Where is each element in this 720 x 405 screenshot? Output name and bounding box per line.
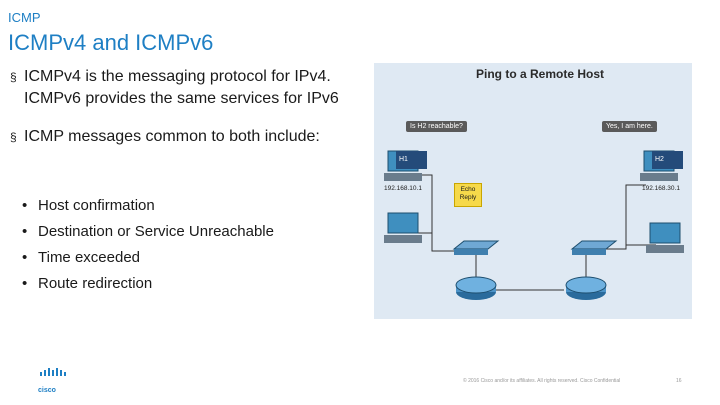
sub-bullet-marker: •	[22, 249, 28, 266]
bullet-item: § ICMP messages common to both include:	[10, 126, 350, 148]
sub-bullet-marker: •	[22, 275, 28, 292]
echo-reply-packet: Echo Reply	[454, 183, 482, 207]
sub-bullet-item: • Host confirmation	[22, 196, 274, 222]
ip-h2: 192.168.30.1	[642, 185, 680, 192]
section-label: ICMP	[8, 10, 41, 25]
slide-footer: © 2016 Cisco and/or its affiliates. All …	[0, 374, 720, 388]
question-bubble: Is H2 reachable?	[406, 121, 467, 132]
sub-bullet-text: Host confirmation	[38, 197, 155, 214]
sub-bullet-list: • Host confirmation • Destination or Ser…	[22, 196, 274, 300]
cisco-logo: cisco	[38, 368, 68, 394]
cisco-logo-text: cisco	[38, 387, 56, 394]
router-icon	[565, 276, 607, 300]
sub-bullet-text: Destination or Service Unreachable	[38, 223, 274, 240]
router-icon	[455, 276, 497, 300]
bullet-marker: §	[10, 130, 17, 144]
sub-bullet-text: Time exceeded	[38, 249, 140, 266]
sub-bullet-text: Route redirection	[38, 275, 153, 292]
sub-bullet-item: • Route redirection	[22, 274, 274, 300]
bullet-text: ICMPv4 is the messaging protocol for IPv…	[24, 68, 339, 107]
bullet-marker: §	[10, 70, 17, 84]
bullet-list: § ICMPv4 is the messaging protocol for I…	[10, 66, 350, 164]
figure-title: Ping to a Remote Host	[476, 67, 605, 81]
answer-bubble: Yes, I am here.	[602, 121, 657, 132]
sub-bullet-marker: •	[22, 223, 28, 240]
bullet-text: ICMP messages common to both include:	[24, 128, 320, 145]
network-diagram: Ping to a Remote Host Is H2 reachable? Y…	[374, 63, 692, 319]
cisco-logo-icon	[40, 368, 66, 376]
switch-icon	[452, 240, 500, 255]
bullet-item: § ICMPv4 is the messaging protocol for I…	[10, 66, 350, 110]
sub-bullet-item: • Destination or Service Unreachable	[22, 222, 274, 248]
host-h2-label: H2	[652, 151, 683, 169]
echo-line2: Reply	[459, 194, 477, 201]
switch-icon	[570, 240, 618, 255]
pc-icon	[384, 212, 422, 243]
host-h1-label: H1	[396, 151, 427, 169]
sub-bullet-marker: •	[22, 197, 28, 214]
pc-icon	[646, 222, 684, 253]
ip-h1: 192.168.10.1	[384, 185, 422, 192]
page-number: 16	[676, 378, 682, 384]
echo-line1: Echo	[460, 186, 476, 193]
sub-bullet-item: • Time exceeded	[22, 248, 274, 274]
slide-title: ICMPv4 and ICMPv6	[8, 30, 214, 55]
copyright-text: © 2016 Cisco and/or its affiliates. All …	[463, 378, 621, 384]
